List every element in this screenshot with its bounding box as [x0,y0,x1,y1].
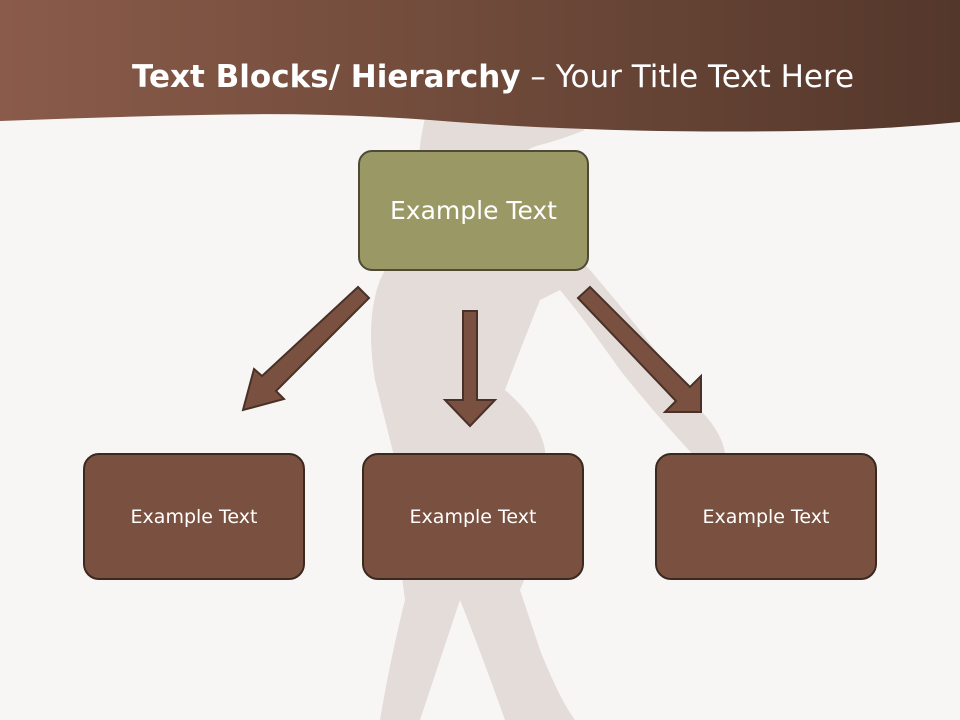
title-bold: Text Blocks/ Hierarchy [132,59,521,95]
arrow-middle [442,310,498,428]
child-box-label: Example Text [409,505,537,528]
page-title: Text Blocks/ Hierarchy – Your Title Text… [132,52,854,102]
child-box-label: Example Text [702,505,830,528]
child-box-right: Example Text [655,453,877,580]
arrows [241,285,702,428]
top-box: Example Text [358,150,589,271]
arrow-right [576,285,702,413]
top-box-label: Example Text [390,196,557,225]
child-box-left: Example Text [83,453,305,580]
arrow-left [241,285,371,412]
title-banner [0,0,960,132]
child-box-label: Example Text [130,505,258,528]
child-box-middle: Example Text [362,453,584,580]
title-rest: – Your Title Text Here [520,59,855,95]
